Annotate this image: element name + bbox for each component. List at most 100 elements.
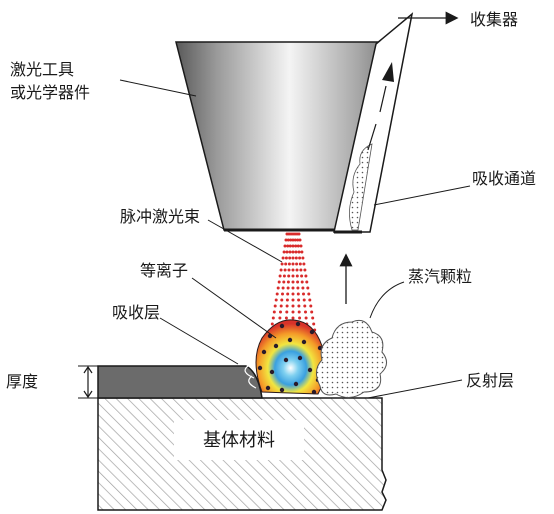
laser-dot [296,292,300,296]
laser-dot [291,238,295,242]
laser-dot [298,262,302,266]
laser-dot [295,262,299,266]
laser-dot [297,304,301,308]
laser-dot [274,298,278,302]
plasma-particle [257,365,263,371]
laser-dot [308,298,312,302]
laser-dot [304,316,308,320]
laser-dot [291,244,295,248]
plasma-label: 等离子 [140,261,188,280]
laser-dot [271,316,275,320]
laser-dot [296,244,300,248]
laser-dot [304,310,307,314]
laser-dot [291,298,295,302]
laser-dot [280,298,284,302]
laser-dot [294,250,298,254]
laser-dot [291,292,295,296]
laser-dot [298,238,302,242]
laser-dot [297,298,301,302]
collector-label: 收集器 [470,10,518,29]
laser-dot [291,286,295,290]
laser-dot [282,274,286,278]
laser-dot [309,304,313,308]
laser-dot [299,244,303,248]
laser-dot [283,244,287,248]
laser-dot [295,274,299,278]
laser-dot [301,256,305,260]
laser-dot [285,298,289,302]
laser-dot [295,268,299,272]
plasma-particle [307,367,313,373]
laser-dot [296,286,300,290]
plasma-particle [287,337,293,343]
laser-dot [307,292,311,296]
plasma-particle [311,389,317,395]
laser-dot [285,310,289,314]
plasma-particle [269,369,275,375]
laser-dot [303,268,307,272]
laser-dot [301,286,305,290]
laser-dot [289,238,293,242]
laser-dot [288,244,292,248]
laser-dot [294,244,298,248]
absorption-layer-label: 吸收层 [112,303,160,322]
laser-dot [281,256,285,260]
laser-dot [277,280,281,284]
laser-dot [288,256,292,260]
plasma-particle [273,343,279,349]
laser-dot [284,316,288,320]
laser-dot [279,268,283,272]
plasma-particle [261,349,267,355]
leader-laser-beam [207,219,283,263]
thickness-label: 厚度 [6,372,38,391]
laser-dot [291,262,295,266]
vapor-particles-label: 蒸汽颗粒 [408,267,472,286]
laser-dot [312,322,316,326]
laser-dot [306,286,310,290]
laser-dot [302,298,306,302]
leader-laser-tool [119,79,197,97]
laser-dot [297,232,301,236]
plasma-particle [297,355,303,361]
laser-dot [287,274,291,278]
plasma-particle [279,323,285,329]
laser-dot [291,280,295,284]
leader-lines [119,79,471,399]
laser-dot [294,256,298,260]
absorption-layer-slab [97,365,263,399]
absorption-channel [333,12,414,234]
laser-dot [278,316,282,320]
reflective-layer-label: 反射层 [466,371,514,390]
laser-dot [298,256,302,260]
leader-absorption-layer [159,317,239,365]
laser-dot [300,250,304,254]
laser-dot [282,250,286,254]
substrate-label: 基体材料 [203,430,275,451]
laser-dot [291,250,295,254]
laser-dot [293,238,297,242]
plasma-particle [279,387,285,393]
substrate-label-bg [174,420,304,460]
laser-dot [286,244,290,248]
laser-dot [281,292,284,296]
laser-dot [291,256,295,260]
laser-dot [273,304,277,308]
plasma-particle [309,329,315,335]
laser-tool-label-line2: 或光学器件 [10,83,90,102]
laser-dot [296,238,300,242]
laser-dot [279,304,283,308]
laser-dot [286,238,290,242]
laser-dot [310,310,314,314]
laser-dot [281,286,285,290]
plasma-particle [283,357,289,363]
plasma-particle [295,321,301,327]
laser-dot [286,286,290,290]
laser-dot [285,250,289,254]
laser-dot [299,268,303,272]
laser-dot [291,304,295,308]
laser-dot [291,274,295,278]
laser-dot [296,280,300,284]
laser-dot [288,250,292,254]
substrate-block: 基体材料 [97,397,387,511]
